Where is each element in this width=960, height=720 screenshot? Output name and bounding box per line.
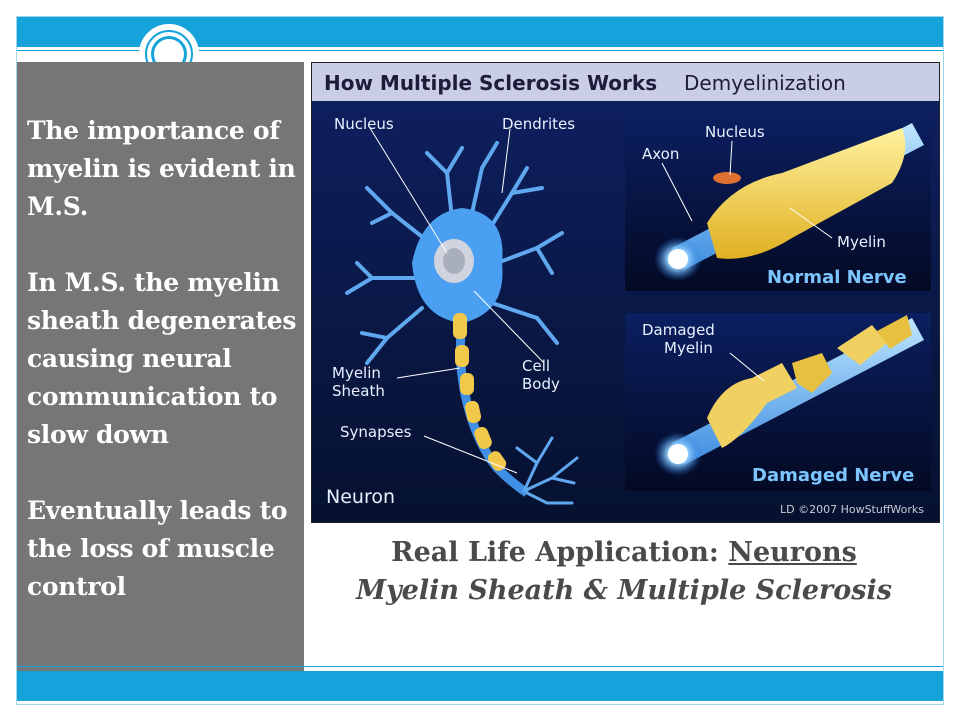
label-normal-nucleus: Nucleus (705, 123, 765, 141)
caption-subtitle: Myelin Sheath & Multiple Sclerosis (356, 575, 892, 606)
bottom-accent-band (17, 671, 943, 701)
diagram-title-bar (312, 63, 939, 101)
top-accent-rule (17, 50, 943, 51)
neuron-illustration (345, 127, 579, 505)
left-text-panel (17, 62, 304, 671)
damaged-nerve-caption: Damaged Nerve (752, 465, 914, 486)
paragraph-degeneration: In M.S. the myelin sheath degenerates ca… (27, 268, 297, 449)
label-nucleus: Nucleus (334, 115, 394, 133)
label-axon: Axon (642, 145, 679, 163)
label-synapses: Synapses (340, 423, 412, 441)
ms-diagram-image: How Multiple Sclerosis Works Demyeliniza… (311, 62, 940, 523)
caption-prefix: Real Life Application: (391, 537, 729, 568)
damaged-nerve-illustration (654, 315, 924, 476)
label-cell-body-1: Cell (522, 357, 550, 375)
paragraph-outcome: Eventually leads to the loss of muscle c… (27, 496, 288, 601)
label-damaged-2: Myelin (664, 339, 713, 357)
diagram-subtitle: Demyelinization (684, 71, 846, 95)
paragraph-importance: The importance of myelin is evident in M… (27, 116, 296, 221)
slide-frame (16, 16, 944, 705)
label-cell-body-2: Body (522, 375, 560, 393)
label-damaged-1: Damaged (642, 321, 715, 339)
label-neuron: Neuron (326, 486, 395, 508)
diagram-credit: LD ©2007 HowStuffWorks (780, 503, 924, 516)
label-normal-myelin: Myelin (837, 233, 886, 251)
diagram-title: How Multiple Sclerosis Works (324, 71, 657, 95)
caption-topic-link[interactable]: Neurons (728, 537, 857, 568)
label-myelin-sheath-1: Myelin (332, 364, 381, 382)
left-body-text: The importance of myelin is evident in M… (27, 112, 299, 606)
bottom-accent-rule (17, 666, 943, 667)
label-dendrites: Dendrites (502, 115, 575, 133)
normal-nerve-illustration (654, 123, 924, 281)
slide-caption: Real Life Application: Neurons Myelin Sh… (306, 534, 942, 610)
normal-nerve-caption: Normal Nerve (767, 267, 907, 288)
label-myelin-sheath-2: Sheath (332, 382, 385, 400)
